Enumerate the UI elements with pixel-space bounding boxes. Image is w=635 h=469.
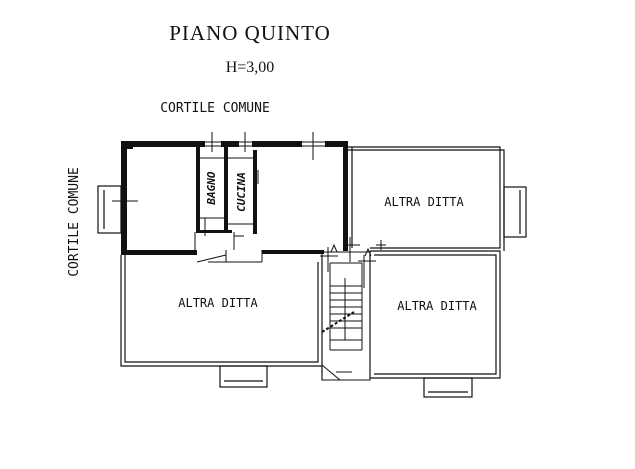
interior-details xyxy=(112,157,263,263)
room-label-other-bottom-left: ALTRA DITTA xyxy=(178,296,258,310)
top-windows xyxy=(205,132,325,160)
staircase xyxy=(320,247,376,381)
courtyard-left-label: CORTILE COMUNE xyxy=(67,167,82,277)
unit-markers xyxy=(343,237,386,262)
stair-direction-arrow xyxy=(321,311,355,333)
arrow-up-left xyxy=(330,243,338,253)
room-label-kitchen: CUCINA xyxy=(235,172,248,212)
room-label-other-top-right: ALTRA DITTA xyxy=(384,195,464,209)
left-balcony xyxy=(97,185,122,234)
ceiling-height-note: H=3,00 xyxy=(226,59,275,76)
building-outline xyxy=(120,146,527,398)
room-label-other-bottom-right: ALTRA DITTA xyxy=(397,299,477,313)
courtyard-top-label: CORTILE COMUNE xyxy=(160,101,270,116)
arrow-up-right xyxy=(364,247,372,257)
floor-title: PIANO QUINTO xyxy=(169,21,331,45)
room-label-bathroom: BAGNO xyxy=(205,171,218,205)
apartment-walls xyxy=(121,141,348,255)
